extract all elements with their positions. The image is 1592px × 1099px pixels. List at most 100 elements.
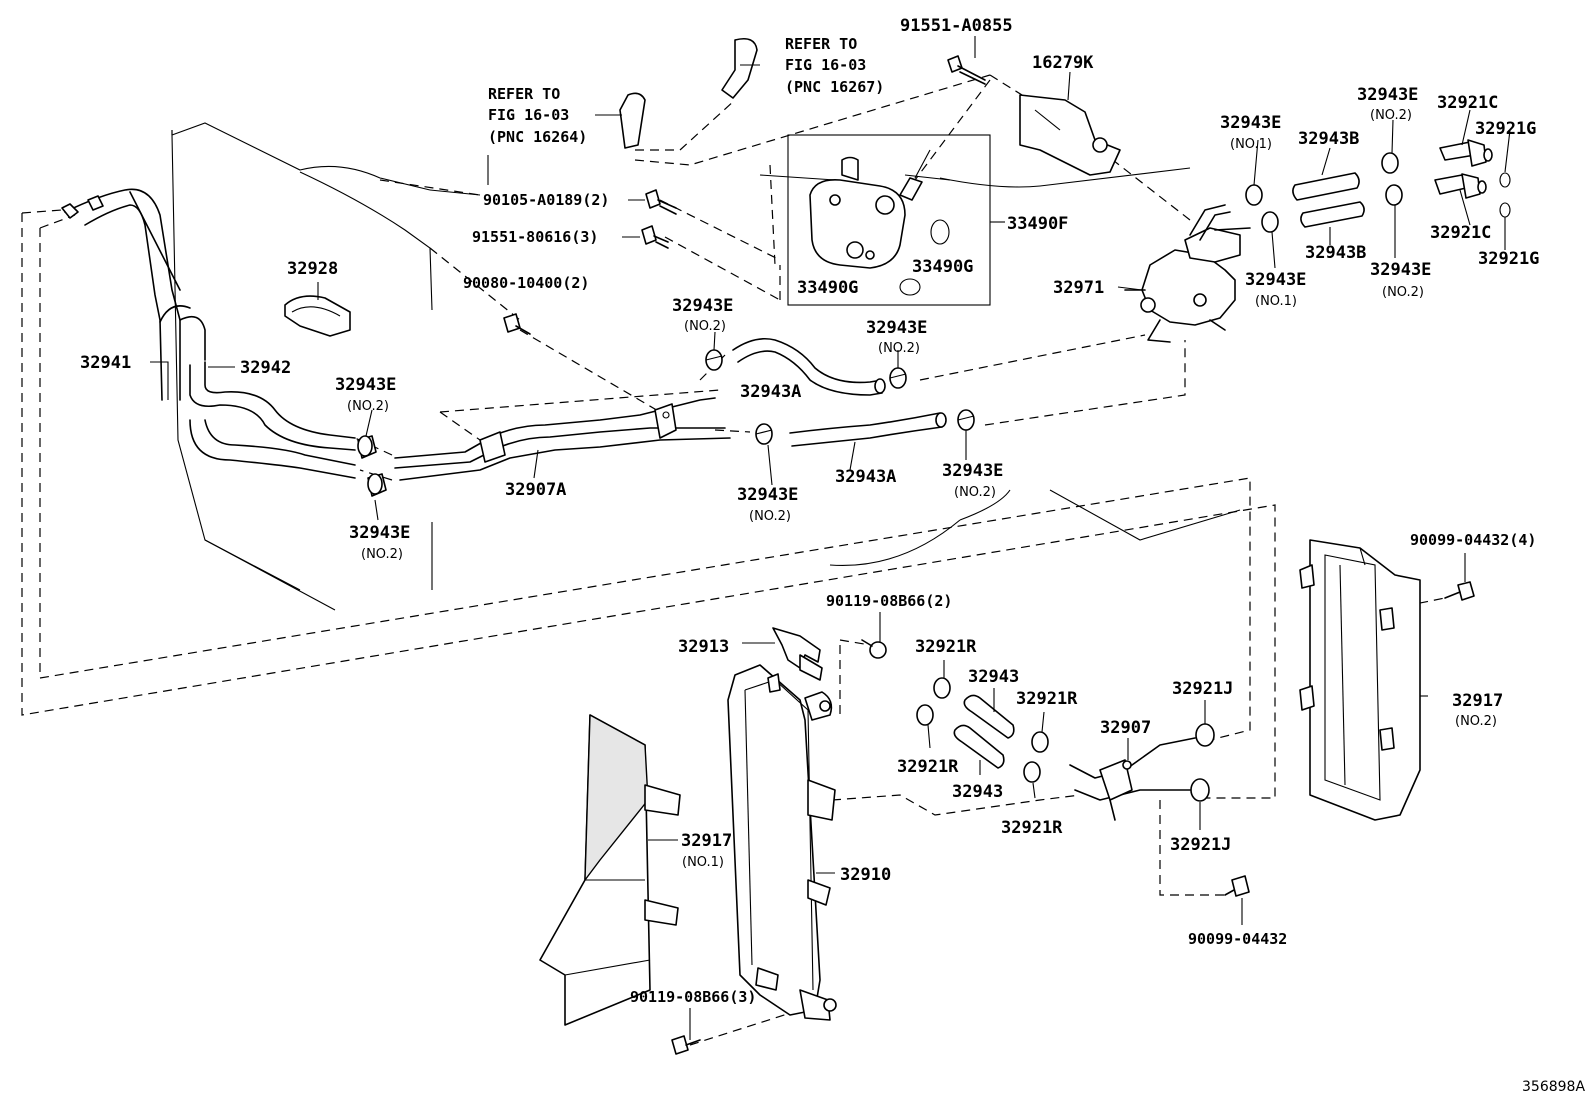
label-90119-08b66-top: 90119-08B66(2) (826, 592, 952, 610)
dashed-boundaries (21, 74, 1446, 1046)
label-no2-right: (NO.2) (1382, 285, 1424, 300)
label-pnc-16264: (PNC 16264) (488, 128, 587, 146)
air-duct-32917-no1 (539, 714, 681, 1026)
clip-32921r-c (1031, 731, 1049, 753)
part-labels: 91551-A0855 16279K 32943E (NO.2) 32921C … (80, 16, 1585, 1095)
label-no2-mid-a: (NO.2) (684, 319, 726, 334)
figure-id: 356898A (1522, 1079, 1585, 1095)
label-91551-80616: 91551-80616(3) (472, 228, 598, 246)
label-90080-10400: 90080-10400(2) (463, 274, 589, 292)
bracket-32913 (772, 627, 823, 681)
label-32928: 32928 (287, 259, 338, 279)
fitting-32921c-lower (1434, 173, 1487, 199)
label-32943b-lower: 32943B (1305, 243, 1366, 263)
label-32910: 32910 (840, 865, 891, 885)
label-no2-left-upper: (NO.2) (347, 399, 389, 414)
label-90099-04432-four: 90099-04432(4) (1410, 531, 1536, 549)
label-33490f: 33490F (1007, 214, 1068, 234)
bolt-90105-a0189 (645, 189, 677, 215)
label-32921g-lower: 32921G (1478, 249, 1539, 269)
label-no2-top: (NO.2) (1370, 108, 1412, 123)
pump-box-33490f (759, 134, 991, 306)
label-32907: 32907 (1100, 718, 1151, 738)
label-no2-left-lower: (NO.2) (361, 547, 403, 562)
pipe-32907 (1069, 737, 1196, 821)
label-no2-mid-b: (NO.2) (878, 341, 920, 356)
bolts (503, 55, 1475, 1055)
air-duct-32917-no2 (1299, 539, 1421, 821)
label-32917-no1: 32917 (681, 831, 732, 851)
label-32943a-lower: 32943A (835, 467, 896, 487)
label-32971: 32971 (1053, 278, 1104, 298)
hose-32943-upper (963, 694, 1015, 739)
oring-32921g-lower (1499, 202, 1511, 218)
clamp-32943e-left-lower (367, 473, 387, 497)
bolt-90099-04432-four (1444, 581, 1475, 601)
clamp-32943e-right-a (1245, 184, 1263, 206)
label-refer-to-a: REFER TO (785, 35, 857, 53)
clamp-32943e-mid-c (755, 423, 773, 445)
bolt-90099-04432 (1224, 875, 1250, 897)
label-32943e-no1-lower: 32943E (1245, 270, 1306, 290)
bolt-90119-08b66-top (861, 639, 887, 659)
engine-block-outline (171, 122, 1241, 611)
label-32943e-no2-left-upper: 32943E (335, 375, 396, 395)
label-32921g-upper: 32921G (1475, 119, 1536, 139)
label-32943e-no2-mid-d: 32943E (737, 485, 798, 505)
label-pnc-16267: (PNC 16267) (785, 78, 884, 96)
clip-32921j-upper (1195, 723, 1215, 747)
clamp-32943e-right-d (1385, 184, 1403, 206)
clamp-32943e-right-c (1381, 152, 1399, 174)
leader-lines (150, 36, 1511, 1040)
label-16279k: 16279K (1032, 53, 1094, 73)
label-32943e-no2-mid-c: 32943E (942, 461, 1003, 481)
label-32942: 32942 (240, 358, 291, 378)
clip-32921r-b (916, 704, 934, 726)
label-no1-lower: (NO.1) (1255, 294, 1297, 309)
valve-assembly-32971 (1124, 204, 1251, 343)
label-32941: 32941 (80, 353, 131, 373)
label-fig-b: FIG 16-03 (488, 106, 569, 124)
label-33490g-right: 33490G (912, 257, 973, 277)
label-32921r-d: 32921R (1001, 818, 1063, 838)
oil-cooler-32910 (727, 664, 837, 1021)
label-90105-a0189: 90105-A0189(2) (483, 191, 609, 209)
label-32913: 32913 (678, 637, 729, 657)
label-33490g-left: 33490G (797, 278, 858, 298)
label-32943a-upper: 32943A (740, 382, 801, 402)
label-32943e-no2-mid-a: 32943E (672, 296, 733, 316)
label-32907a: 32907A (505, 480, 566, 500)
label-32943e-no2-top: 32943E (1357, 85, 1418, 105)
hose-pnc-16267 (721, 37, 758, 99)
label-90119-08b66-bottom: 90119-08B66(3) (630, 988, 756, 1006)
label-no2-mid-c: (NO.2) (954, 485, 996, 500)
label-32943e-no1-top: 32943E (1220, 113, 1281, 133)
clip-32921r-d (1023, 761, 1041, 783)
clip-32921r-a (933, 677, 951, 699)
bracket-16279k (1019, 94, 1121, 176)
label-no2-mid-d: (NO.2) (749, 509, 791, 524)
hose-32943b-upper (1292, 172, 1360, 201)
label-no1-duct: (NO.1) (682, 855, 724, 870)
clamp-32943e-left-upper (357, 435, 377, 459)
pipe-32907a (394, 397, 731, 481)
hose-32943a-lower (789, 412, 947, 447)
label-32921r-a: 32921R (915, 637, 977, 657)
label-32921c-lower: 32921C (1430, 223, 1491, 243)
clamp-32943e-mid-b (889, 367, 907, 389)
bolt-90119-08b66-bottom (671, 1035, 701, 1055)
label-32943-upper: 32943 (968, 667, 1019, 687)
label-32921r-b: 32921R (1016, 689, 1078, 709)
label-32943-lower: 32943 (952, 782, 1003, 802)
label-91551-a0855: 91551-A0855 (900, 16, 1013, 36)
clamp-32928 (284, 295, 351, 337)
fitting-32921c-upper (1439, 139, 1493, 167)
label-refer-to-b: REFER TO (488, 85, 560, 103)
label-32921r-c: 32921R (897, 757, 959, 777)
clamp-32943e-right-b (1261, 211, 1279, 233)
bolt-90080-10400 (503, 313, 531, 335)
hose-clamps (357, 152, 1403, 497)
coolant-pipe-32942 (189, 361, 356, 479)
label-32917-no2: 32917 (1452, 691, 1503, 711)
